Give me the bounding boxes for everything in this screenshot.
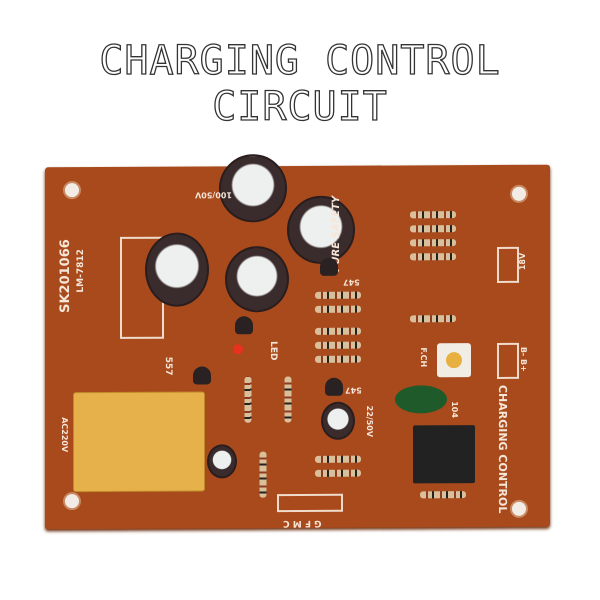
electrolytic-capacitor	[225, 246, 289, 313]
resistor	[315, 327, 361, 335]
mounting-hole	[510, 499, 528, 518]
transistor	[320, 257, 338, 276]
connector-label: G F M C	[283, 517, 322, 529]
led-label: LED	[268, 341, 278, 361]
resistor	[315, 355, 361, 363]
relay	[73, 391, 205, 493]
ic-chip	[413, 425, 475, 484]
electrolytic-capacitor	[321, 401, 355, 440]
transistor	[235, 316, 253, 335]
model-label: SK201066	[58, 239, 73, 313]
electrolytic-capacitor	[287, 195, 355, 265]
resistor	[420, 491, 466, 499]
resistor	[259, 451, 267, 498]
led	[233, 344, 243, 355]
cap-rating-label: 100/50V	[195, 190, 232, 200]
resistor	[244, 376, 252, 423]
ceramic-label: 104	[450, 401, 459, 418]
cap-rating-label: 22/50V	[365, 405, 374, 438]
resistor	[284, 376, 292, 423]
transistor-label: 547	[343, 277, 360, 287]
page-title: CHARGING CONTROL CIRCUIT	[99, 37, 501, 130]
trimmer-potentiometer[interactable]	[437, 343, 471, 378]
battery-label: B- B+	[519, 346, 528, 372]
pcb-board: SK201066 LM-7812 100/50V PURE SAFETY 547…	[45, 154, 550, 530]
resistor	[315, 455, 361, 463]
transistor-label: 547	[345, 385, 362, 395]
mounting-hole	[63, 181, 81, 200]
trimmer-knob[interactable]	[446, 352, 462, 369]
resistor	[410, 315, 456, 323]
electrolytic-capacitor	[207, 444, 237, 479]
mounting-hole	[63, 492, 81, 511]
diode	[410, 239, 456, 247]
diode	[410, 253, 456, 261]
resistor	[315, 305, 361, 313]
resistor	[315, 469, 361, 477]
mounting-hole	[510, 184, 528, 203]
diode	[410, 225, 456, 233]
transistor	[193, 366, 211, 385]
transistor	[325, 377, 343, 396]
ac-label: AC220V	[60, 417, 69, 453]
connector-header[interactable]	[277, 493, 343, 513]
battery-terminal[interactable]	[497, 342, 519, 379]
ceramic-capacitor	[395, 385, 447, 414]
electrolytic-capacitor	[145, 232, 209, 307]
diode	[410, 211, 456, 219]
input-terminal[interactable]	[497, 246, 519, 283]
regulator-label: LM-7812	[76, 249, 86, 293]
transistor-label: 557	[163, 356, 173, 376]
section-label: CHARGING CONTROL	[496, 384, 509, 514]
resistor	[315, 291, 361, 299]
resistor	[315, 341, 361, 349]
electrolytic-capacitor	[219, 154, 287, 223]
input-label: 18V	[518, 252, 527, 271]
fch-label: F.CH	[419, 347, 428, 368]
